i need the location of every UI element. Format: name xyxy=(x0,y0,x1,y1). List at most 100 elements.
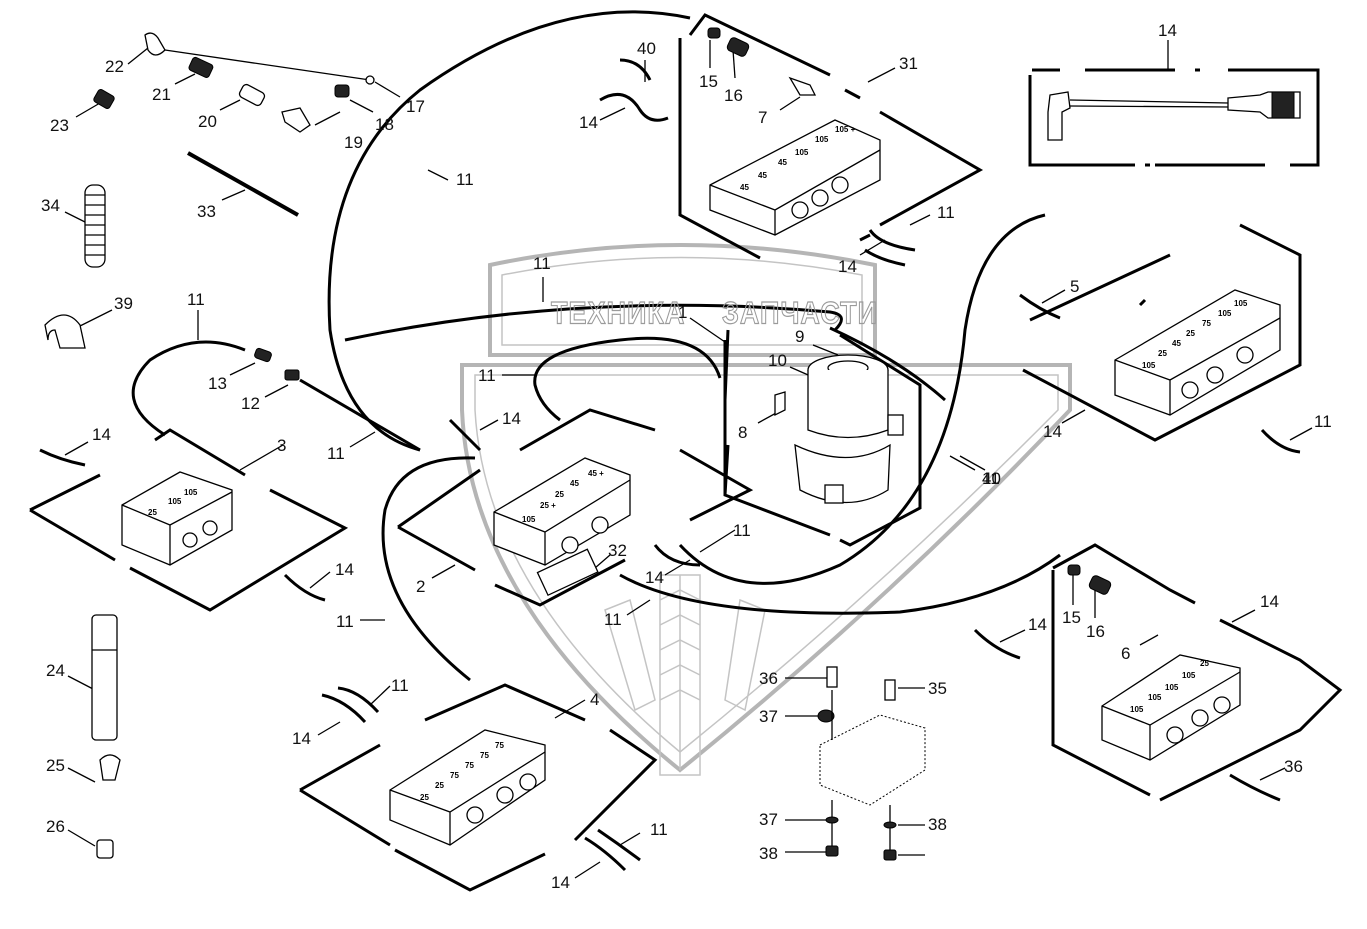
connector-21 xyxy=(188,56,214,78)
callout-40: 15 xyxy=(699,72,718,91)
svg-text:75: 75 xyxy=(495,741,504,750)
callout-2: 2 xyxy=(416,577,426,596)
svg-text:25: 25 xyxy=(1200,659,1209,668)
callout-25: 25 xyxy=(46,756,65,775)
svg-text:75: 75 xyxy=(480,751,489,760)
callout-11: 11 xyxy=(336,612,354,631)
cap-23 xyxy=(93,89,115,109)
cap-13 xyxy=(254,347,272,363)
callout-18: 18 xyxy=(375,115,394,134)
mounting-hardware xyxy=(817,666,926,861)
watermark-wheat xyxy=(604,574,766,776)
callout-34: 34 xyxy=(41,196,60,215)
callout-37: 37 xyxy=(759,810,778,829)
watermark-right-text: ЗАПЧАСТИ xyxy=(722,295,878,331)
distributor-block-4: 25 25 75 75 75 75 xyxy=(389,729,546,846)
callout-14: 11 xyxy=(1314,412,1332,431)
svg-text:75: 75 xyxy=(1202,319,1211,328)
svg-text:25 +: 25 + xyxy=(540,501,556,510)
clamp-39 xyxy=(44,314,86,349)
svg-text:105: 105 xyxy=(168,497,182,506)
callout-11: 11 xyxy=(937,203,955,222)
callout-36: 35 xyxy=(928,679,947,698)
distributor-block-7: 45 45 45 105 105 105 + xyxy=(707,27,881,236)
lubrication-pump xyxy=(774,354,904,504)
svg-text:105: 105 xyxy=(1142,361,1156,370)
callout-8: 8 xyxy=(738,423,748,442)
callout-3: 3 xyxy=(277,436,287,455)
callout-39: 39 xyxy=(114,294,133,313)
svg-text:105 +: 105 + xyxy=(835,125,856,134)
callout-36: 36 xyxy=(759,669,778,688)
callout-11: 11 xyxy=(478,366,496,385)
callout-16: 6 xyxy=(1121,644,1131,663)
callout-15: 16 xyxy=(1086,622,1105,641)
callout-16: 7 xyxy=(758,108,768,127)
svg-text:105: 105 xyxy=(1130,705,1144,714)
callout-11: 11 xyxy=(733,521,751,540)
bracket-32 xyxy=(536,548,599,597)
callout-35: 37 xyxy=(759,707,778,726)
callout-11: 11 xyxy=(650,820,668,839)
callout-11: 11 xyxy=(533,254,551,273)
callout-11: 11 xyxy=(187,290,205,309)
callout-14: 14 xyxy=(645,568,664,587)
svg-text:45: 45 xyxy=(758,171,767,180)
svg-text:105: 105 xyxy=(1148,693,1162,702)
callout-14: 14 xyxy=(579,113,598,132)
callout-14: 5 xyxy=(1070,277,1080,296)
callout-14: 14 xyxy=(1028,615,1047,634)
svg-text:105: 105 xyxy=(815,135,829,144)
callout-9: 9 xyxy=(795,327,805,346)
coupler-25 xyxy=(99,754,121,781)
callout-15: 16 xyxy=(724,86,743,105)
svg-text:105: 105 xyxy=(1182,671,1196,680)
callout-40: 15 xyxy=(1062,608,1081,627)
callout-14: 14 xyxy=(502,409,521,428)
callout-11: 11 xyxy=(982,469,1000,488)
callout-14: 14 xyxy=(92,425,111,444)
distributor-block-5: 105 25 45 25 75 105 105 xyxy=(1114,289,1281,416)
nipple-18 xyxy=(334,84,350,98)
distributor-block-3: 25 105 105 xyxy=(121,471,233,566)
callout-31: 14 xyxy=(1158,21,1177,40)
cable-assembly-31 xyxy=(1047,91,1301,141)
svg-text:105: 105 xyxy=(795,148,809,157)
grease-cartridge-24 xyxy=(91,614,118,741)
svg-text:25: 25 xyxy=(148,508,157,517)
callout-14: 14 xyxy=(335,560,354,579)
svg-text:25: 25 xyxy=(1186,329,1195,338)
callout-14: 14 xyxy=(838,257,857,276)
hose-break-marks xyxy=(39,58,1301,872)
callout-24: 24 xyxy=(46,661,65,680)
kit-outlines xyxy=(29,13,1343,892)
callout-6: 14 xyxy=(1260,592,1279,611)
block7-port: 45 xyxy=(740,183,749,192)
callout-13: 13 xyxy=(208,374,227,393)
callout-14: 14 xyxy=(292,729,311,748)
grease-gun-group xyxy=(91,614,121,859)
callout-11: 11 xyxy=(604,610,622,629)
callout-37: 38 xyxy=(928,815,947,834)
callout-1: 1 xyxy=(678,303,688,322)
callout-7: 31 xyxy=(899,54,918,73)
callout-22: 22 xyxy=(105,57,124,76)
svg-text:45: 45 xyxy=(778,158,787,167)
callout-26: 26 xyxy=(46,817,65,836)
svg-text:105: 105 xyxy=(1165,683,1179,692)
hose-lines xyxy=(131,10,1061,682)
callout-11-right: 40 xyxy=(982,469,1001,488)
svg-text:45: 45 xyxy=(1172,339,1181,348)
svg-text:105: 105 xyxy=(1218,309,1232,318)
svg-text:45 +: 45 + xyxy=(588,469,604,478)
svg-text:105: 105 xyxy=(522,515,536,524)
callout-12: 12 xyxy=(241,394,260,413)
callout-21: 21 xyxy=(152,85,171,104)
callout-14: 36 xyxy=(1284,757,1303,776)
callout-11: 11 xyxy=(456,170,474,189)
callout-38: 38 xyxy=(759,844,778,863)
svg-text:75: 75 xyxy=(450,771,459,780)
elbow-19 xyxy=(281,107,311,133)
fittings-chain xyxy=(44,32,375,381)
